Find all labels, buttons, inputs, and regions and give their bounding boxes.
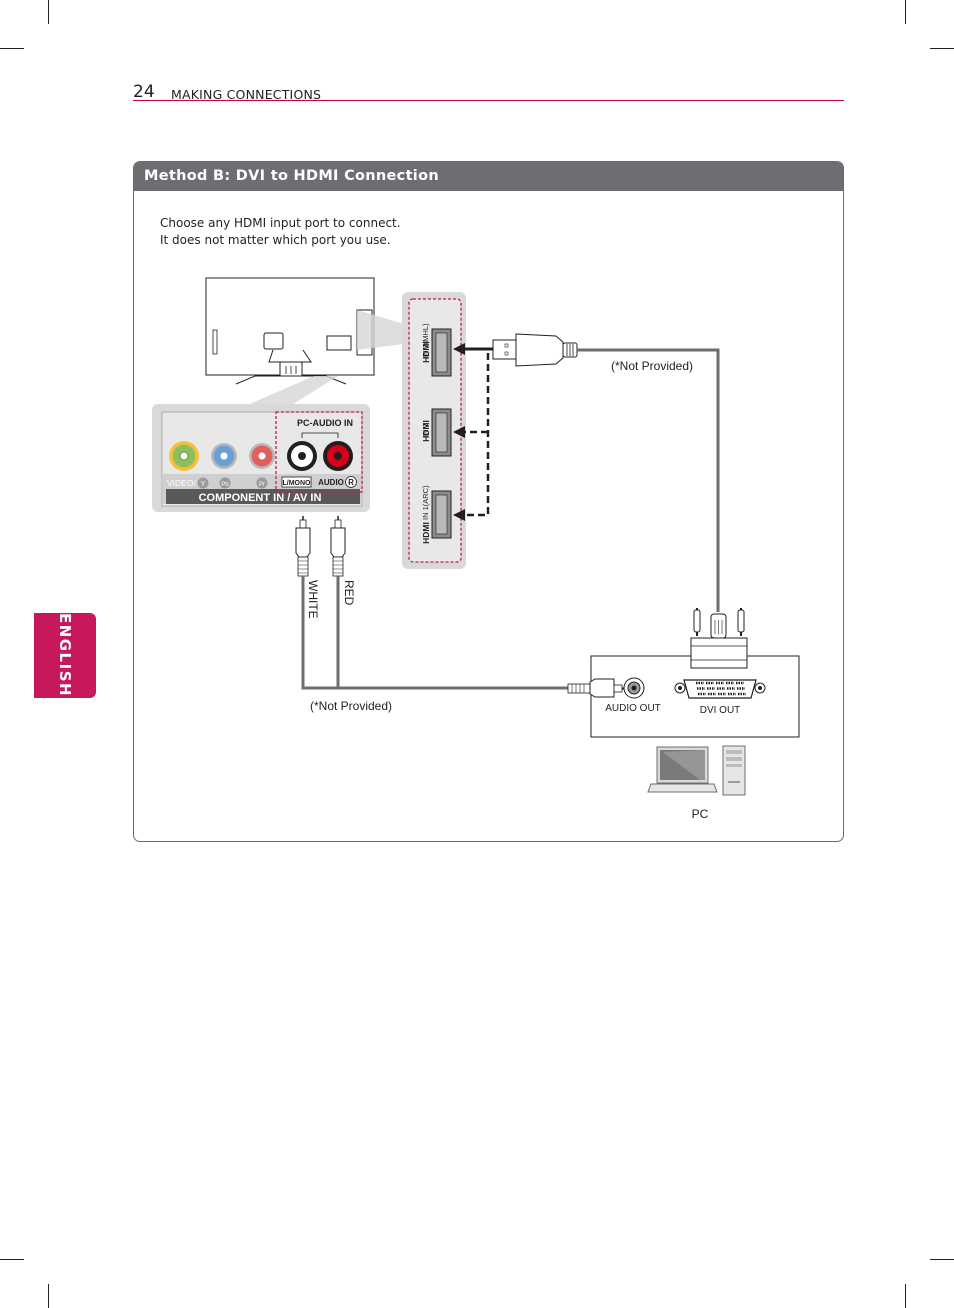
hdmi-port-2-label: IN 2: [421, 423, 430, 437]
pc-audio-highlight: [275, 411, 363, 493]
pr-jack[interactable]: [249, 443, 275, 469]
audio-label: AUDIO: [318, 478, 344, 487]
desktop-tower-icon: [722, 745, 746, 796]
pc-audio-right-jack[interactable]: [323, 441, 353, 471]
header-rule: [133, 100, 844, 101]
pb-label: Pb: [221, 482, 229, 488]
hdmi-port-3-label: IN 3(MHL): [421, 323, 430, 358]
method-header: Method B: DVI to HDMI Connection: [134, 162, 843, 191]
dvi-out-label: DVI OUT: [700, 705, 741, 716]
r-label: R: [348, 478, 354, 487]
crop-mark: [930, 48, 954, 49]
hdmi-logo-2: HDMI: [421, 420, 431, 442]
hdmi-dvi-cable: [577, 348, 720, 612]
instruction-line-2: It does not matter which port you use.: [160, 233, 391, 247]
hdmi-arrows: [453, 343, 493, 521]
y-label: Y: [201, 481, 206, 488]
hdmi-cable-note: (*Not Provided): [611, 359, 693, 373]
audio-out-label: AUDIO OUT: [605, 703, 661, 714]
pc-audio-in-label: PC-AUDIO IN: [297, 418, 353, 428]
audio-plug-red: [330, 516, 346, 577]
audio-cable-note: (*Not Provided): [310, 699, 392, 713]
pc-audio-plug: [567, 678, 628, 698]
component-in-label: COMPONENT IN / AV IN: [199, 492, 322, 504]
dvi-out-port[interactable]: [674, 679, 766, 699]
video-jack[interactable]: [169, 441, 199, 471]
crop-mark: [48, 0, 49, 24]
crop-mark: [930, 1259, 954, 1260]
page-number: 24: [133, 82, 155, 102]
hdmi-port-3[interactable]: [431, 328, 452, 377]
white-label: WHITE: [306, 580, 320, 619]
pc-label: PC: [692, 807, 709, 821]
hdmi-logo-1: HDMI: [421, 522, 431, 544]
audio-cable-white: [301, 576, 568, 690]
video-label: VIDEO/: [167, 478, 196, 488]
hdmi-port-1[interactable]: [431, 490, 452, 539]
tv-rear-illustration: [205, 277, 375, 385]
audio-plug-white: [295, 516, 311, 577]
crop-mark: [0, 1259, 24, 1260]
laptop-icon: [647, 746, 718, 793]
hdmi-port-1-label: IN 1(ARC): [421, 485, 430, 520]
method-title: Method B: DVI to HDMI Connection: [144, 168, 439, 184]
pb-jack[interactable]: [211, 443, 237, 469]
section-title: MAKING CONNECTIONS: [171, 87, 322, 102]
pr-label: Pr: [259, 482, 265, 488]
crop-mark: [0, 48, 24, 49]
dvi-plug: [690, 608, 748, 669]
hdmi-plug: [492, 333, 578, 367]
pc-audio-left-jack[interactable]: [287, 441, 317, 471]
crop-mark: [905, 1284, 906, 1308]
audio-out-jack[interactable]: [623, 677, 645, 699]
crop-mark: [48, 1284, 49, 1308]
hdmi-port-2[interactable]: [431, 408, 452, 457]
method-box: Method B: DVI to HDMI Connection: [133, 161, 844, 842]
language-tab: ENGLISH: [34, 613, 96, 698]
red-label: RED: [342, 580, 356, 606]
lmono-label: L/MONO: [283, 480, 312, 487]
instruction-line-1: Choose any HDMI input port to connect.: [160, 216, 401, 230]
crop-mark: [905, 0, 906, 24]
hdmi-logo-3: HDMI: [421, 341, 431, 363]
